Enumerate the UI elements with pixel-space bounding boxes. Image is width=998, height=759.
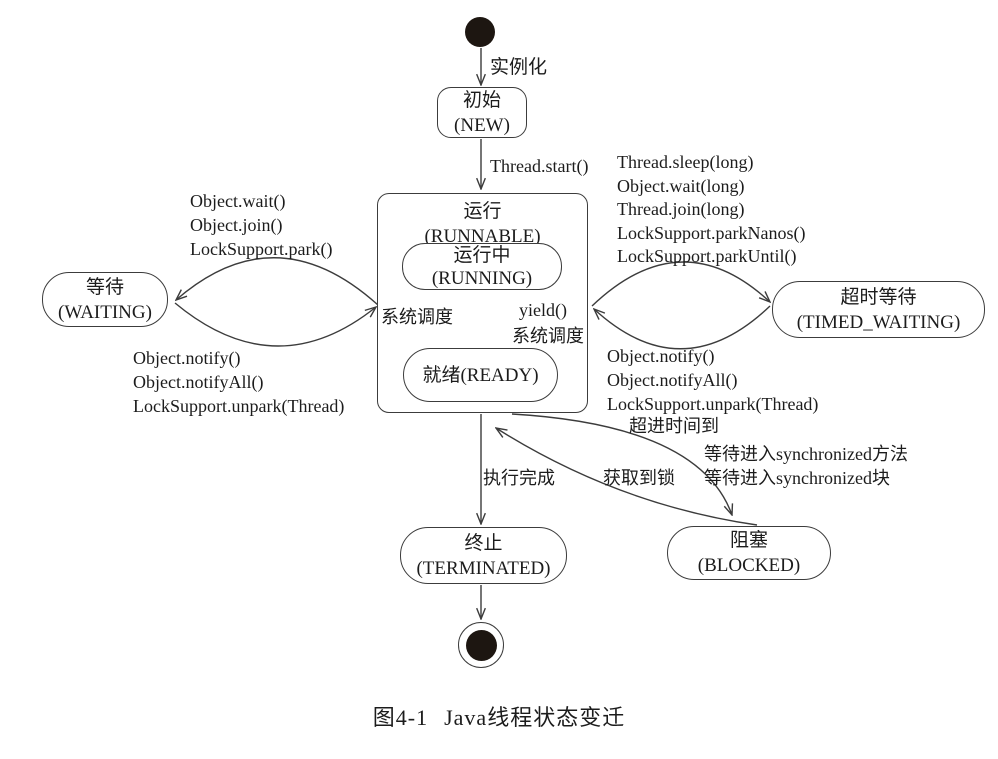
labels-timed-waiting-to-runnable: Object.notify() Object.notifyAll() LockS… — [607, 344, 818, 416]
labels-runnable-to-timed-waiting: Thread.sleep(long) Object.wait(long) Thr… — [617, 151, 805, 269]
labels-runnable-to-waiting: Object.wait() Object.join() LockSupport.… — [190, 189, 332, 261]
label-thread-sleep-long: Thread.sleep(long) — [617, 152, 754, 172]
label-instantiate: 实例化 — [490, 57, 548, 78]
label-thread-join-long: Thread.join(long) — [617, 199, 745, 219]
state-blocked-code: (BLOCKED) — [697, 555, 801, 576]
state-ready: 就绪(READY) — [403, 348, 558, 402]
state-waiting-code: (WAITING) — [58, 301, 152, 323]
label-object-notifyall-2: Object.notifyAll() — [607, 370, 738, 390]
arrow-blocked-to-runnable — [496, 428, 758, 526]
figure-caption-label: 图4-1 — [372, 705, 429, 730]
state-terminated-name: 终止 — [464, 532, 503, 554]
state-timed-waiting: 超时等待 (TIMED_WAITING) — [772, 281, 985, 338]
state-running-code: (RUNNING) — [431, 267, 533, 289]
arrow-timed-waiting-to-runnable — [594, 305, 771, 350]
label-sync-block: 等待进入synchronized块 — [704, 468, 890, 488]
arrow-runnable-to-blocked — [511, 413, 732, 515]
label-execution-finished: 执行完成 — [483, 468, 555, 488]
state-timed-waiting-name: 超时等待 — [840, 286, 917, 308]
label-locksupport-unpark-2: LockSupport.unpark(Thread) — [607, 394, 819, 414]
labels-runnable-to-blocked: 等待进入synchronized方法 等待进入synchronized块 — [704, 442, 908, 490]
arrow-waiting-to-runnable — [174, 302, 376, 347]
state-waiting: 等待 (WAITING) — [42, 272, 168, 327]
state-terminated: 终止 (TERMINATED) — [400, 527, 567, 584]
arrow-runnable-to-timed-waiting — [591, 261, 770, 307]
state-blocked: 阻塞 (BLOCKED) — [667, 526, 831, 580]
label-lock-acquired: 获取到锁 — [603, 468, 675, 488]
state-terminated-code: (TERMINATED) — [416, 557, 551, 579]
state-new: 初始 (NEW) — [437, 87, 527, 138]
label-schedule-left: 系统调度 — [381, 307, 453, 327]
label-object-notifyall: Object.notifyAll() — [133, 372, 264, 392]
label-object-join: Object.join() — [190, 215, 283, 235]
state-blocked-name: 阻塞 — [729, 530, 768, 551]
label-locksupport-park: LockSupport.park() — [190, 239, 333, 259]
label-locksupport-parknanos: LockSupport.parkNanos() — [617, 222, 806, 243]
initial-state-dot — [465, 17, 495, 47]
arrow-runnable-to-waiting — [176, 257, 379, 306]
label-object-wait: Object.wait() — [190, 191, 286, 211]
label-locksupport-parkuntil: LockSupport.parkUntil() — [617, 246, 797, 266]
figure-caption-title: Java线程状态变迁 — [444, 705, 626, 730]
label-schedule-right: 系统调度 — [512, 326, 584, 346]
label-timeout-reached: 超进时间到 — [629, 416, 719, 436]
labels-waiting-to-runnable: Object.notify() Object.notifyAll() LockS… — [133, 346, 344, 418]
state-waiting-name: 等待 — [85, 276, 124, 298]
state-ready-label: 就绪(READY) — [422, 364, 539, 386]
label-object-wait-long: Object.wait(long) — [617, 175, 745, 196]
label-locksupport-unpark: LockSupport.unpark(Thread) — [133, 396, 345, 416]
label-sync-method: 等待进入synchronized方法 — [704, 444, 908, 464]
state-runnable-name: 运行 — [463, 201, 502, 222]
state-new-name: 初始 — [462, 89, 501, 111]
label-yield: yield() — [519, 300, 567, 320]
label-object-notify: Object.notify() — [133, 348, 241, 368]
figure-caption: 图4-1 Java线程状态变迁 — [0, 700, 998, 732]
final-state-bullseye — [458, 622, 504, 668]
state-running-name: 运行中 — [453, 244, 511, 266]
state-runnable-code: (RUNNABLE) — [424, 226, 541, 247]
state-timed-waiting-code: (TIMED_WAITING) — [796, 311, 961, 333]
final-state-inner-dot — [465, 629, 497, 661]
label-thread-start: Thread.start() — [490, 156, 589, 176]
state-new-code: (NEW) — [454, 114, 510, 136]
label-object-notify-2: Object.notify() — [607, 346, 715, 366]
state-running: 运行中 (RUNNING) — [402, 243, 562, 290]
